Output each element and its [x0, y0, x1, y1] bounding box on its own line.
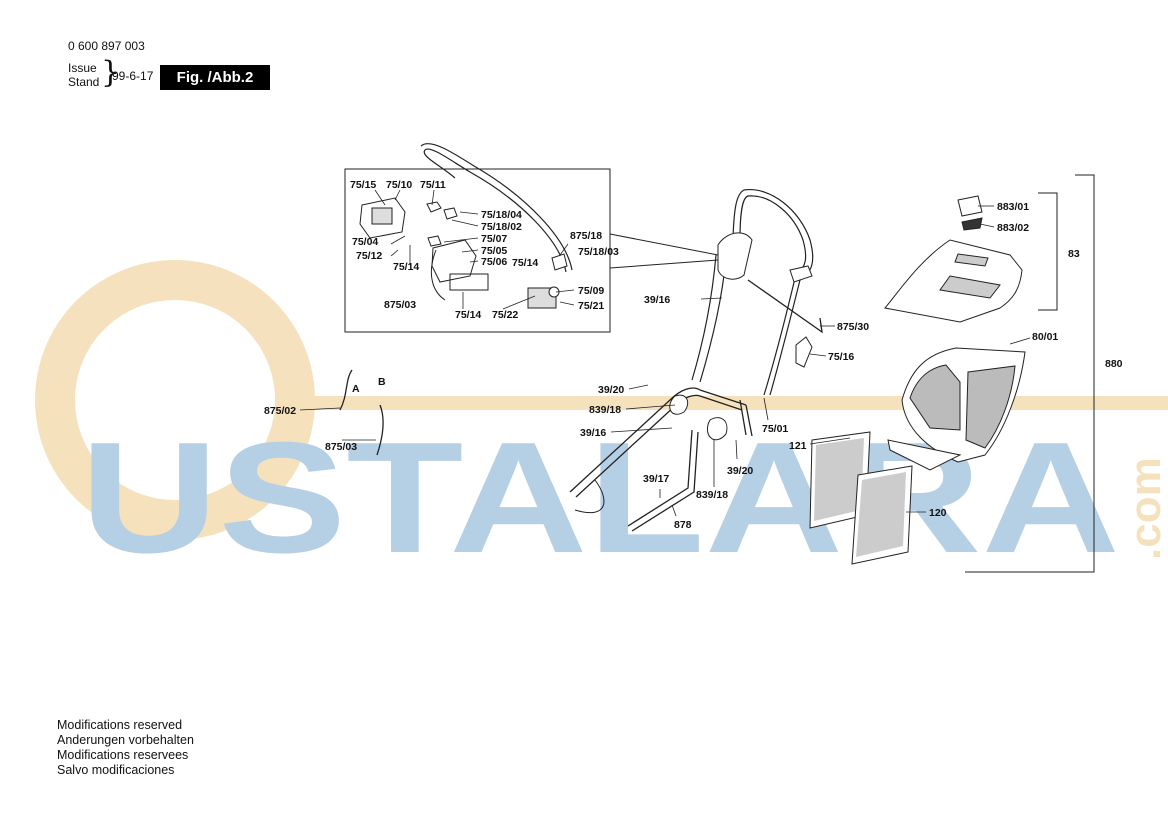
callout-75-22: 75/22: [492, 309, 518, 321]
note-en: Modifications reserved: [57, 718, 183, 732]
callout-875-03-a: 875/03: [384, 299, 416, 311]
callout-75-09: 75/09: [578, 285, 604, 297]
callout-75-14-a: 75/14: [393, 261, 419, 273]
callout-75-14-c: 75/14: [455, 309, 481, 321]
callout-875-30: 875/30: [837, 321, 869, 333]
watermark: USTALARA .com: [35, 260, 1168, 586]
callout-39-20-a: 39/20: [598, 384, 624, 396]
callout-75-04: 75/04: [352, 236, 378, 248]
callout-75-14-b: 75/14: [512, 257, 538, 269]
inset-cable: [430, 249, 446, 301]
callout-b: B: [378, 376, 386, 388]
callout-39-20-b: 39/20: [727, 465, 753, 477]
callout-875-02: 875/02: [264, 405, 296, 417]
grass-box: [884, 239, 1026, 471]
figure-label: Fig. /Abb.2: [160, 65, 270, 90]
grass-box-lid-small: [957, 195, 983, 217]
callout-75-01: 75/01: [762, 423, 788, 435]
wing-knob-left: [669, 394, 689, 415]
callout-83: 83: [1068, 248, 1080, 260]
callout-80-01: 80/01: [1032, 331, 1058, 343]
side-panel-121-mesh: [814, 438, 864, 521]
callout-75-21: 75/21: [578, 300, 604, 312]
note-de: Anderungen vorbehalten: [57, 733, 194, 747]
inset-bracket-box: [449, 273, 489, 291]
callout-883-01: 883/01: [997, 201, 1029, 213]
callout-75-18-03: 75/18/03: [578, 246, 619, 258]
cable-clip: [789, 265, 813, 283]
callout-75-18-02: 75/18/02: [481, 221, 522, 233]
leader-lines: [299, 189, 1031, 517]
callout-labels: 75/15 75/10 75/11 75/18/04 75/18/02 75/0…: [264, 179, 1123, 531]
callout-75-07: 75/07: [481, 233, 507, 245]
lower-cable: [574, 479, 605, 514]
brace-symbol: }: [101, 55, 121, 90]
callout-883-02: 883/02: [997, 222, 1029, 234]
lower-handle: [569, 387, 753, 532]
grouping-brackets: [965, 174, 1095, 573]
issue-date: 99-6-17: [112, 69, 154, 83]
cable-b: [376, 404, 384, 456]
callout-75-06: 75/06: [481, 256, 507, 268]
callout-39-16-a: 39/16: [644, 294, 670, 306]
callout-75-10: 75/10: [386, 179, 412, 191]
callout-839-18-b: 839/18: [696, 489, 728, 501]
part-number: 0 600 897 003: [68, 39, 145, 53]
stand-label: Stand: [68, 75, 100, 89]
note-es: Salvo modificaciones: [57, 763, 175, 777]
callout-120: 120: [929, 507, 947, 519]
callout-39-16-b: 39/16: [580, 427, 606, 439]
callout-121: 121: [789, 440, 807, 452]
modifications-notes: Modifications reserved Anderungen vorbeh…: [57, 718, 194, 778]
callout-839-18-a: 839/18: [589, 404, 621, 416]
detail-inset-box: [344, 168, 611, 333]
issue-label: Issue: [68, 61, 97, 75]
callout-880: 880: [1105, 358, 1123, 370]
callout-75-11: 75/11: [420, 179, 446, 191]
switch-housing-parts: [359, 197, 568, 309]
cable-a: [339, 369, 353, 411]
note-fr: Modifications reservees: [57, 748, 189, 762]
grass-box-clip: [961, 217, 983, 231]
inset-handle-bar: [420, 143, 573, 273]
callout-75-16: 75/16: [828, 351, 854, 363]
upper-handle: [691, 189, 814, 396]
callout-75-12: 75/12: [356, 250, 382, 262]
watermark-suffix: .com: [1121, 457, 1168, 560]
callout-878: 878: [674, 519, 692, 531]
side-panel-120-mesh: [856, 472, 906, 557]
callout-39-17: 39/17: [643, 473, 669, 485]
cable-clamp: [795, 336, 813, 368]
callout-75-18-04: 75/18/04: [481, 209, 522, 221]
callout-875-18: 875/18: [570, 230, 602, 242]
inset-pointer-upper: [609, 233, 719, 256]
callout-75-05: 75/05: [481, 245, 507, 257]
inset-pointer-lower: [609, 259, 719, 269]
callout-a: A: [352, 383, 360, 395]
issue-stand-labels: Issue Stand: [68, 61, 99, 89]
callout-875-03-b: 875/03: [325, 441, 357, 453]
callout-75-15: 75/15: [350, 179, 376, 191]
brake-bar: [747, 279, 823, 334]
switch-box: [717, 232, 753, 280]
wing-knob-right: [706, 417, 728, 441]
